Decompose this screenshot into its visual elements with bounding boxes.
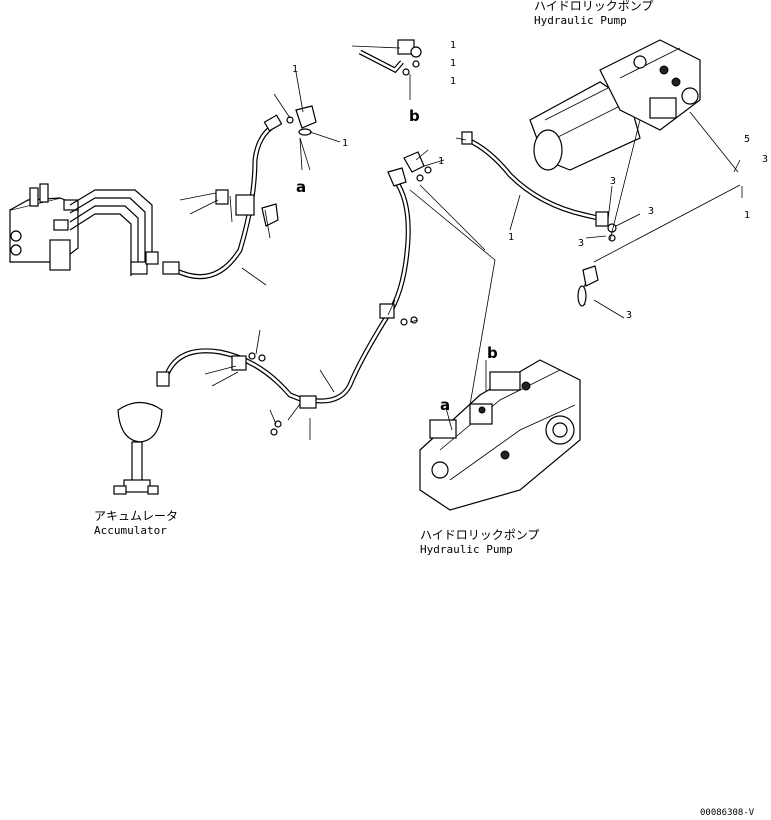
- part-number: 1: [450, 58, 456, 69]
- part-number: 1: [438, 156, 444, 167]
- accumulator: [113, 401, 163, 495]
- left-hose: [162, 105, 317, 280]
- accumulator-label-en: Accumulator: [94, 524, 167, 537]
- part-numbers: 1 1 1 1 1 1 1 3 3 3 3 5 3 1: [292, 40, 768, 321]
- right-hose: [461, 131, 617, 307]
- center-upper-pipe: [358, 39, 432, 182]
- part-number: 1: [342, 138, 348, 149]
- valve-tubes: [69, 189, 159, 276]
- hydraulic-pump-top: [529, 39, 701, 171]
- part-number: 1: [450, 76, 456, 87]
- part-number: 1: [292, 64, 298, 75]
- pump-bottom-label-en: Hydraulic Pump: [420, 543, 513, 556]
- pump-top-label-en: Hydraulic Pump: [534, 14, 627, 27]
- accumulator-hose: [156, 348, 317, 436]
- center-main-hose: [309, 167, 418, 404]
- hydraulic-pump-bottom: [419, 359, 581, 511]
- part-number: 1: [744, 210, 750, 221]
- part-number: 3: [648, 206, 654, 217]
- part-number: 3: [610, 176, 616, 187]
- part-number: 3: [578, 238, 584, 249]
- part-number: 3: [762, 154, 768, 165]
- accumulator-label-jp: アキュムレータ: [94, 509, 178, 523]
- part-number: 1: [450, 40, 456, 51]
- part-number: 5: [744, 134, 750, 145]
- drawing-number: 00086308-V: [700, 808, 755, 818]
- leader-lines: [179, 45, 743, 440]
- ref-letter-b-pump: b: [487, 344, 498, 362]
- part-number: 1: [508, 232, 514, 243]
- ref-letter-a-pump: a: [440, 396, 450, 414]
- pump-top-label-jp: ハイドロリックポンプ: [534, 0, 653, 13]
- ref-letter-b: b: [409, 107, 420, 125]
- part-number: 3: [626, 310, 632, 321]
- control-valve: [9, 183, 79, 271]
- pump-bottom-label-jp: ハイドロリックポンプ: [420, 528, 539, 542]
- ref-letter-a: a: [296, 178, 306, 196]
